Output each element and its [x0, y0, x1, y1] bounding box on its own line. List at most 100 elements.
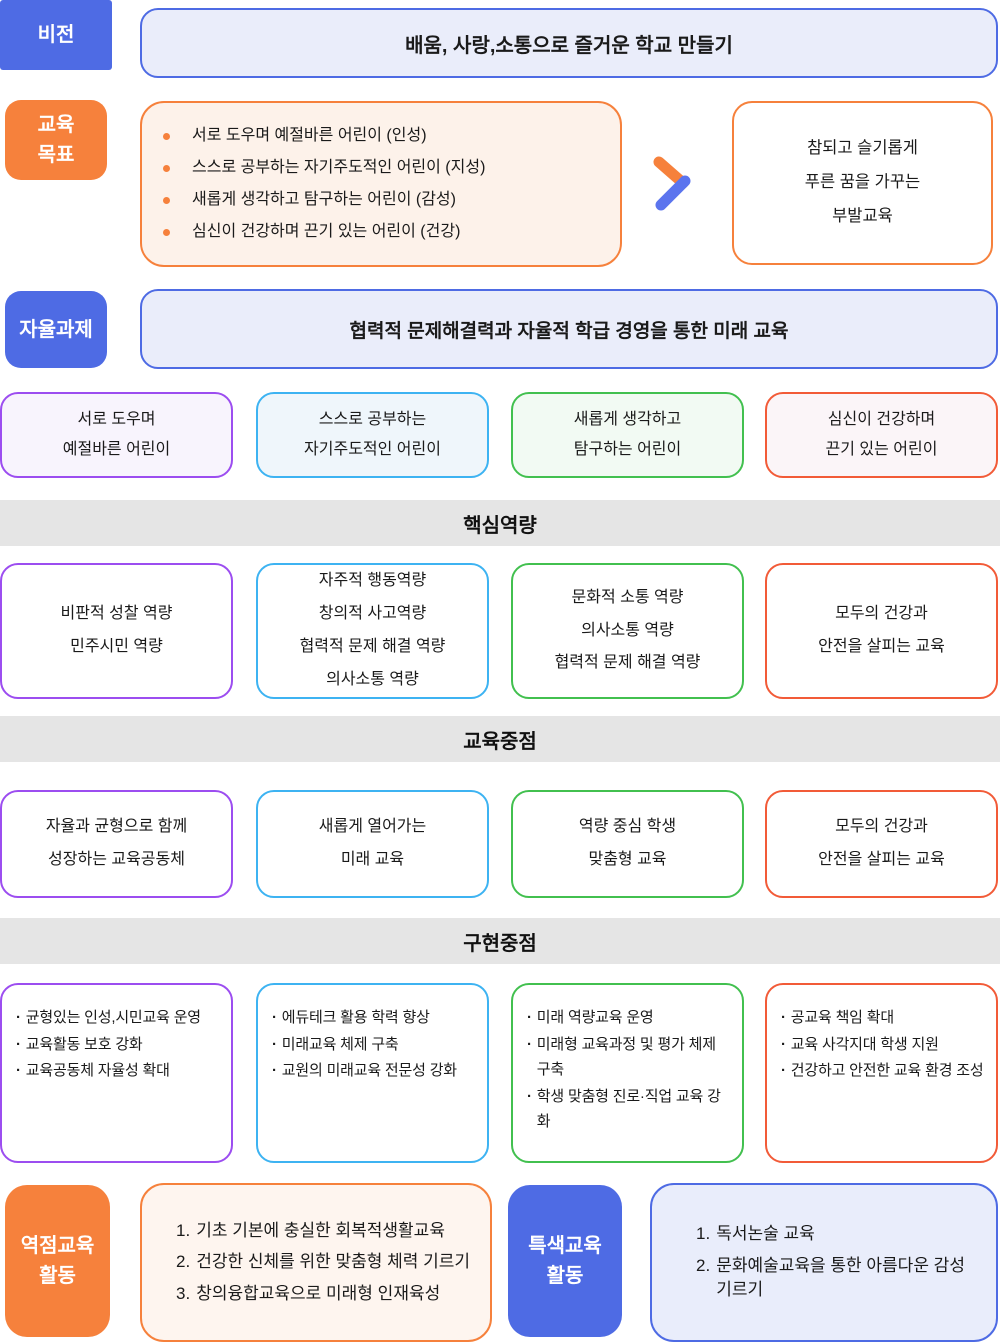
goal-item: 심신이 건강하며 끈기 있는 어린이 (건강)	[163, 220, 641, 244]
numbered-item-text: 기초 기본에 충실한 회복적생활교육	[196, 1220, 445, 1240]
goal-item-text: 스스로 공부하는 자기주도적인 어린이 (지성)	[192, 159, 486, 176]
bullet-dot-icon	[163, 164, 170, 172]
children-box-2: 스스로 공부하는 자기주도적인 어린이	[256, 392, 489, 478]
section-band-focus-title: 교육중점	[463, 730, 537, 753]
autonomy-text: 협력적 문제해결력과 자율적 학급 경영을 통한 미래 교육	[349, 320, 789, 342]
children-box-1: 서로 도우며 예절바른 어린이	[0, 392, 233, 478]
focus-box-line: 안전을 살피는 교육	[818, 851, 945, 868]
bullet-dot-icon	[163, 196, 170, 204]
education-goals-label: 교육 목표	[5, 100, 107, 180]
autonomy-label: 자율과제	[5, 291, 107, 368]
numbered-item: 1. 독서논술 교육	[696, 1222, 982, 1247]
middot-marker: ·	[16, 1062, 21, 1079]
goals-result-line: 부발교육	[832, 206, 893, 225]
children-box-line: 서로 도우며	[77, 411, 156, 429]
impl-item-text: 에듀테크 활용 학력 향상	[281, 1009, 430, 1026]
vision-text: 배움, 사랑,소통으로 즐거운 학교 만들기	[405, 34, 733, 57]
number-marker: 3.	[176, 1283, 191, 1303]
bullet-dot-icon	[163, 228, 170, 236]
middot-marker: ·	[272, 1009, 277, 1026]
vision-label-text: 비전	[37, 24, 75, 46]
numbered-item-text: 문화예술교육을 통한 아름다운 감성 기르기	[716, 1255, 965, 1300]
impl-item: · 교육 사각지대 학생 지원	[781, 1032, 986, 1058]
children-box-line: 새롭게 생각하고	[573, 411, 682, 429]
core-box-line: 협력적 문제 해결 역량	[554, 654, 701, 672]
goals-result-box: 참되고 슬기롭게 푸른 꿈을 가꾸는 부발교육	[732, 101, 993, 265]
education-goals-list: 서로 도우며 예절바른 어린이 (인성) 스스로 공부하는 자기주도적인 어린이…	[121, 103, 641, 265]
core-box-3: 문화적 소통 역량 의사소통 역량 협력적 문제 해결 역량	[511, 563, 744, 699]
numbered-item-text: 창의융합교육으로 미래형 인재육성	[196, 1283, 441, 1303]
impl-item-text: 건강하고 안전한 교육 환경 조성	[790, 1062, 984, 1079]
children-box-4: 심신이 건강하며 끈기 있는 어린이	[765, 392, 998, 478]
goal-item: 서로 도우며 예절바른 어린이 (인성)	[163, 124, 641, 148]
bullet-dot-icon	[163, 132, 170, 140]
number-marker: 1.	[176, 1220, 191, 1240]
impl-box-4: · 공교육 책임 확대 · 교육 사각지대 학생 지원 · 건강하고 안전한 교…	[765, 983, 998, 1163]
education-goals-box: 서로 도우며 예절바른 어린이 (인성) 스스로 공부하는 자기주도적인 어린이…	[140, 101, 622, 267]
impl-item: · 에듀테크 활용 학력 향상	[272, 1005, 477, 1031]
priority-activities-list: 1. 기초 기본에 충실한 회복적생활교육 2. 건강한 신체를 위한 맞춤형 …	[176, 1185, 478, 1340]
priority-activities-box: 1. 기초 기본에 충실한 회복적생활교육 2. 건강한 신체를 위한 맞춤형 …	[140, 1183, 492, 1342]
impl-item: · 공교육 책임 확대	[781, 1005, 986, 1031]
numbered-item: 2. 문화예술교육을 통한 아름다운 감성 기르기	[696, 1254, 982, 1303]
middot-marker: ·	[527, 1087, 532, 1105]
autonomy-label-text: 자율과제	[19, 318, 93, 341]
children-box-line: 예절바른 어린이	[62, 441, 171, 458]
focus-box-line: 새롭게 열어가는	[318, 818, 427, 836]
impl-item: · 미래 역량교육 운영	[527, 1005, 732, 1031]
middot-marker: ·	[16, 1009, 21, 1026]
middot-marker: ·	[527, 1035, 532, 1053]
impl-item-text: 공교육 책임 확대	[790, 1009, 894, 1026]
focus-box-2: 새롭게 열어가는 미래 교육	[256, 790, 489, 898]
impl-item-text: 학생 맞춤형 진로·직업 교육 강화	[536, 1087, 721, 1131]
focus-box-line: 미래 교육	[340, 851, 405, 868]
vision-label: 비전	[0, 0, 112, 70]
core-box-line: 협력적 문제 해결 역량	[299, 638, 446, 655]
goal-item-text: 서로 도우며 예절바른 어린이 (인성)	[192, 127, 427, 144]
education-goals-label-line2: 목표	[37, 144, 75, 166]
vision-box: 배움, 사랑,소통으로 즐거운 학교 만들기	[140, 8, 998, 78]
goal-item: 새롭게 생각하고 탐구하는 어린이 (감성)	[163, 188, 641, 212]
special-activities-label-line: 특색교육	[528, 1235, 602, 1257]
numbered-item-text: 건강한 신체를 위한 맞춤형 체력 기르기	[196, 1252, 471, 1272]
children-box-line: 심신이 건강하며	[827, 411, 936, 429]
core-box-2: 자주적 행동역량 창의적 사고역량 협력적 문제 해결 역량 의사소통 역량	[256, 563, 489, 699]
priority-activities-label-line: 활동	[39, 1265, 76, 1287]
core-box-line: 문화적 소통 역량	[571, 588, 684, 606]
goal-item-text: 새롭게 생각하고 탐구하는 어린이 (감성)	[192, 191, 456, 208]
core-box-line: 창의적 사고역량	[318, 605, 427, 623]
core-box-4: 모두의 건강과 안전을 살피는 교육	[765, 563, 998, 699]
impl-item-text: 교육공동체 자율성 확대	[25, 1062, 170, 1079]
impl-item: · 교육공동체 자율성 확대	[16, 1058, 221, 1084]
number-marker: 2.	[176, 1252, 191, 1272]
focus-box-3: 역량 중심 학생 맞춤형 교육	[511, 790, 744, 898]
impl-box-3: · 미래 역량교육 운영 · 미래형 교육과정 및 평가 체제 구축 · 학생 …	[511, 983, 744, 1163]
chevron-arrow-icon	[653, 156, 691, 211]
special-activities-label-line: 활동	[546, 1265, 584, 1287]
section-band-impl: 구현중점	[0, 918, 1000, 964]
impl-item: · 교육활동 보호 강화	[16, 1032, 221, 1058]
focus-box-line: 성장하는 교육공동체	[48, 851, 185, 868]
special-activities-box: 1. 독서논술 교육 2. 문화예술교육을 통한 아름다운 감성 기르기	[650, 1183, 998, 1342]
numbered-item: 1. 기초 기본에 충실한 회복적생활교육	[176, 1219, 478, 1244]
impl-item-text: 교원의 미래교육 전문성 강화	[281, 1062, 457, 1079]
core-box-line: 민주시민 역량	[70, 638, 163, 655]
children-box-line: 스스로 공부하는	[318, 411, 427, 429]
impl-box-1: · 균형있는 인성,시민교육 운영 · 교육활동 보호 강화 · 교육공동체 자…	[0, 983, 233, 1163]
middot-marker: ·	[527, 1009, 532, 1026]
section-band-impl-title: 구현중점	[463, 932, 537, 955]
focus-box-line: 자율과 균형으로 함께	[45, 818, 188, 836]
focus-box-4: 모두의 건강과 안전을 살피는 교육	[765, 790, 998, 898]
middot-marker: ·	[272, 1035, 277, 1053]
impl-item: · 미래교육 체제 구축	[272, 1032, 477, 1058]
impl-item-text: 미래교육 체제 구축	[281, 1035, 399, 1053]
priority-activities-label: 역점교육 활동	[5, 1185, 110, 1337]
section-band-focus: 교육중점	[0, 716, 1000, 762]
middot-marker: ·	[781, 1062, 786, 1079]
impl-item: · 균형있는 인성,시민교육 운영	[16, 1005, 221, 1031]
special-activities-label: 특색교육 활동	[508, 1185, 622, 1337]
middot-marker: ·	[272, 1062, 277, 1079]
education-goals-label-line1: 교육	[37, 114, 75, 136]
section-band-core: 핵심역량	[0, 500, 1000, 546]
core-box-line: 모두의 건강과	[835, 605, 928, 623]
